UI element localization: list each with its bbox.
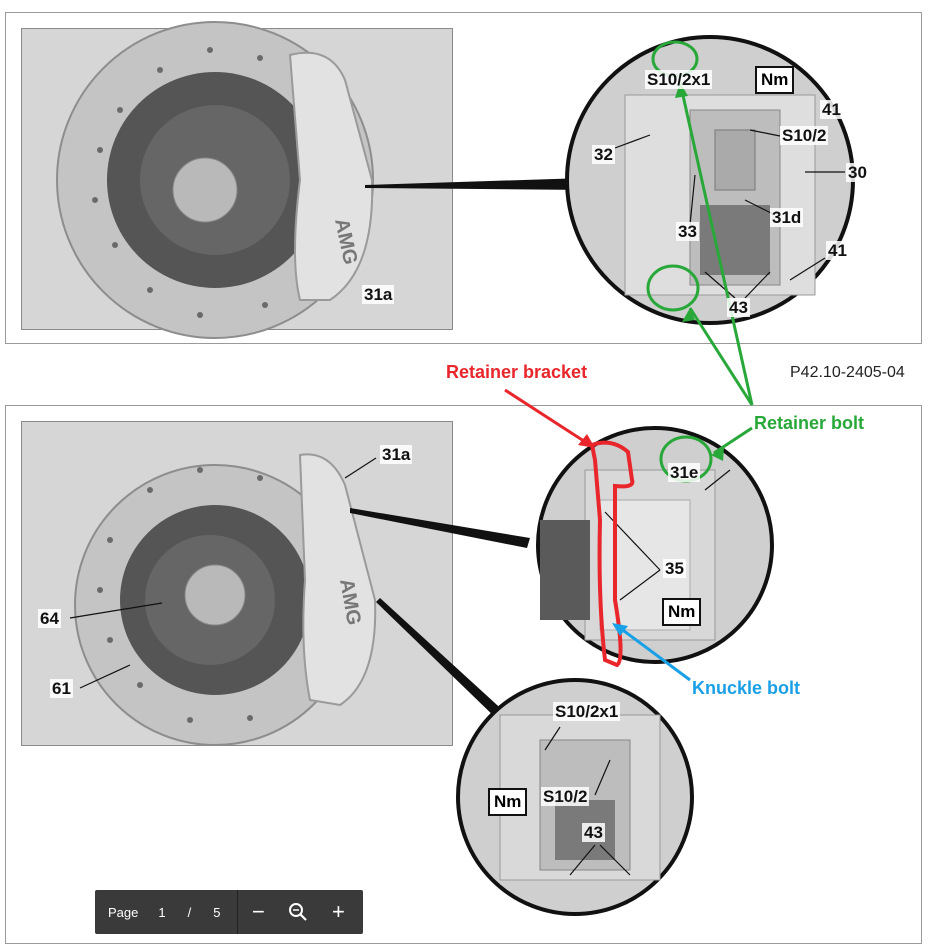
label-41-upper: 41 <box>820 100 843 119</box>
zoom-circle-bottom-upper <box>536 426 774 664</box>
knuckle-bolt-marker <box>612 623 691 682</box>
toolbar-divider <box>237 890 239 934</box>
nm-torque-badge-top: Nm <box>755 66 795 94</box>
zoom-circle-top <box>565 35 855 325</box>
magnifier-icon <box>289 903 308 921</box>
retainer-bracket-marker <box>504 388 635 668</box>
nm-torque-badge-bottom-lower: Nm <box>488 788 528 816</box>
nm-torque-badge-bottom-upper: Nm <box>662 598 702 626</box>
label-s10-2-bottom: S10/2 <box>541 787 590 806</box>
label-61: 61 <box>50 679 73 698</box>
zoom-in-button[interactable]: + <box>318 890 358 934</box>
label-31d: 31d <box>770 208 804 227</box>
leaders-bottom-photo <box>69 457 377 689</box>
pdf-page-toolbar: Page 1 / 5 − + <box>95 890 363 934</box>
label-31e: 31e <box>668 463 701 482</box>
label-35: 35 <box>663 559 686 578</box>
disc-top: AMG <box>56 21 374 339</box>
label-43-top: 43 <box>727 298 750 317</box>
label-30: 30 <box>846 163 869 182</box>
disc-bottom: AMG <box>74 453 377 746</box>
label-s10-2x1-bottom: S10/2x1 <box>553 702 621 721</box>
label-31a-top: 31a <box>362 285 395 304</box>
figure-code: P42.10-2405-04 <box>790 364 905 381</box>
label-s10-2-top: S10/2 <box>780 126 829 145</box>
page-separator: / <box>187 904 192 920</box>
plus-icon: + <box>332 899 345 924</box>
minus-icon: − <box>252 899 265 924</box>
label-41-lower: 41 <box>826 241 849 260</box>
label-s10-2x1-top: S10/2x1 <box>645 70 713 89</box>
annotation-retainer-bracket: Retainer bracket <box>446 362 588 382</box>
label-33: 33 <box>676 222 699 241</box>
zoom-out-button[interactable]: − <box>238 890 278 934</box>
page-total: 5 <box>213 904 221 920</box>
retainer-bolt-markers <box>646 40 754 483</box>
annotation-retainer-bolt: Retainer bolt <box>754 413 865 433</box>
label-32: 32 <box>592 145 615 164</box>
zoom-fit-button[interactable] <box>278 890 318 934</box>
page-current[interactable]: 1 <box>158 904 166 920</box>
label-31a-bottom: 31a <box>380 445 413 464</box>
annotation-knuckle-bolt: Knuckle bolt <box>692 678 801 698</box>
page-label: Page <box>108 904 139 920</box>
label-43-bottom: 43 <box>582 823 605 842</box>
label-64: 64 <box>38 609 61 628</box>
